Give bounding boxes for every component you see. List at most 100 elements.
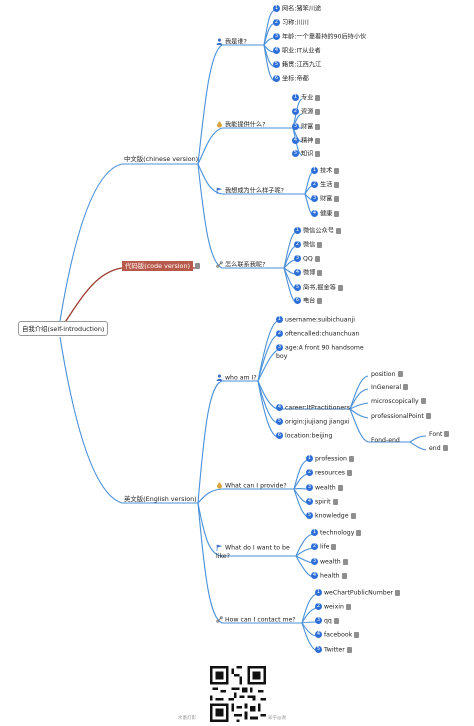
en-provide-node[interactable]: What can I provide? [216,482,287,491]
career-sub-item[interactable]: InGeneral [371,384,409,392]
item-text: 年龄:一个靠着持的90后持小伙 [282,33,367,41]
note-icon [332,498,338,505]
item-text: 简书,掘金等 [303,284,336,292]
number-badge: 1 [292,94,299,101]
branch-english[interactable]: 英文版(English version) [124,495,197,503]
note-icon [317,297,323,304]
item-text: microscopically [371,398,419,405]
number-badge: 4 [311,210,318,217]
item-text: Fond-end [371,437,400,444]
career-sub-item[interactable]: microscopically [371,398,426,406]
note-icon [315,123,321,130]
note-icon [335,227,341,234]
fondend-sub-item[interactable]: end [429,445,448,453]
note-icon [317,241,323,248]
cn-contact-node[interactable]: 怎么联系我呢? [216,261,265,270]
item-text: spirit [315,498,331,506]
money-bag-icon [216,121,223,128]
cn-who-label: 我是谁? [225,38,247,46]
person-icon [216,374,223,381]
number-badge: 6 [273,75,280,82]
note-icon [350,512,356,519]
item-text: position [371,371,396,378]
root-node[interactable]: 自我介绍(self-introduction) [18,321,109,336]
cn-provide-node[interactable]: 我能提供什么? [216,121,265,130]
cn-want-node[interactable]: 我想成为什么样子呢? [216,187,284,196]
number-badge: 1 [276,316,283,323]
career-sub-item[interactable]: Fond-end [371,437,400,445]
en-want-node[interactable]: What do I want to be like? [216,544,296,561]
note-icon [346,646,352,653]
connector-cn [59,163,123,322]
number-badge: 2 [306,469,313,476]
career-sub-item[interactable]: position [371,371,403,379]
item-text: 微信公众号 [303,227,334,235]
branch-chinese[interactable]: 中文版(chinese version) [124,155,199,163]
number-badge: 5 [292,150,299,157]
note-icon [334,195,340,202]
note-icon [334,181,340,188]
branch-code[interactable]: 代码版(code version) [122,261,201,271]
fondend-sub-item[interactable]: Font [429,431,450,439]
number-badge: 3 [273,33,280,40]
qr-code [210,666,266,722]
number-badge: 3 [294,255,301,262]
branch-code-label: 代码版(code version) [122,261,194,271]
item-text: 微信 [303,241,316,249]
number-badge: 4 [276,404,283,411]
en-contact-node[interactable]: How can I contact me? [216,616,296,625]
item-text: 电台 [303,297,316,305]
note-icon [337,484,343,491]
cn-who-node[interactable]: 我是谁? [216,38,247,47]
item-text: professionalPoint [371,413,424,420]
number-badge: 6 [276,432,283,439]
note-icon [333,617,339,624]
number-badge: 3 [315,617,322,624]
en-who-node[interactable]: who am I? [216,374,257,383]
career-sub-item[interactable]: professionalPoint [371,413,431,421]
item-text: facebook [324,631,353,639]
